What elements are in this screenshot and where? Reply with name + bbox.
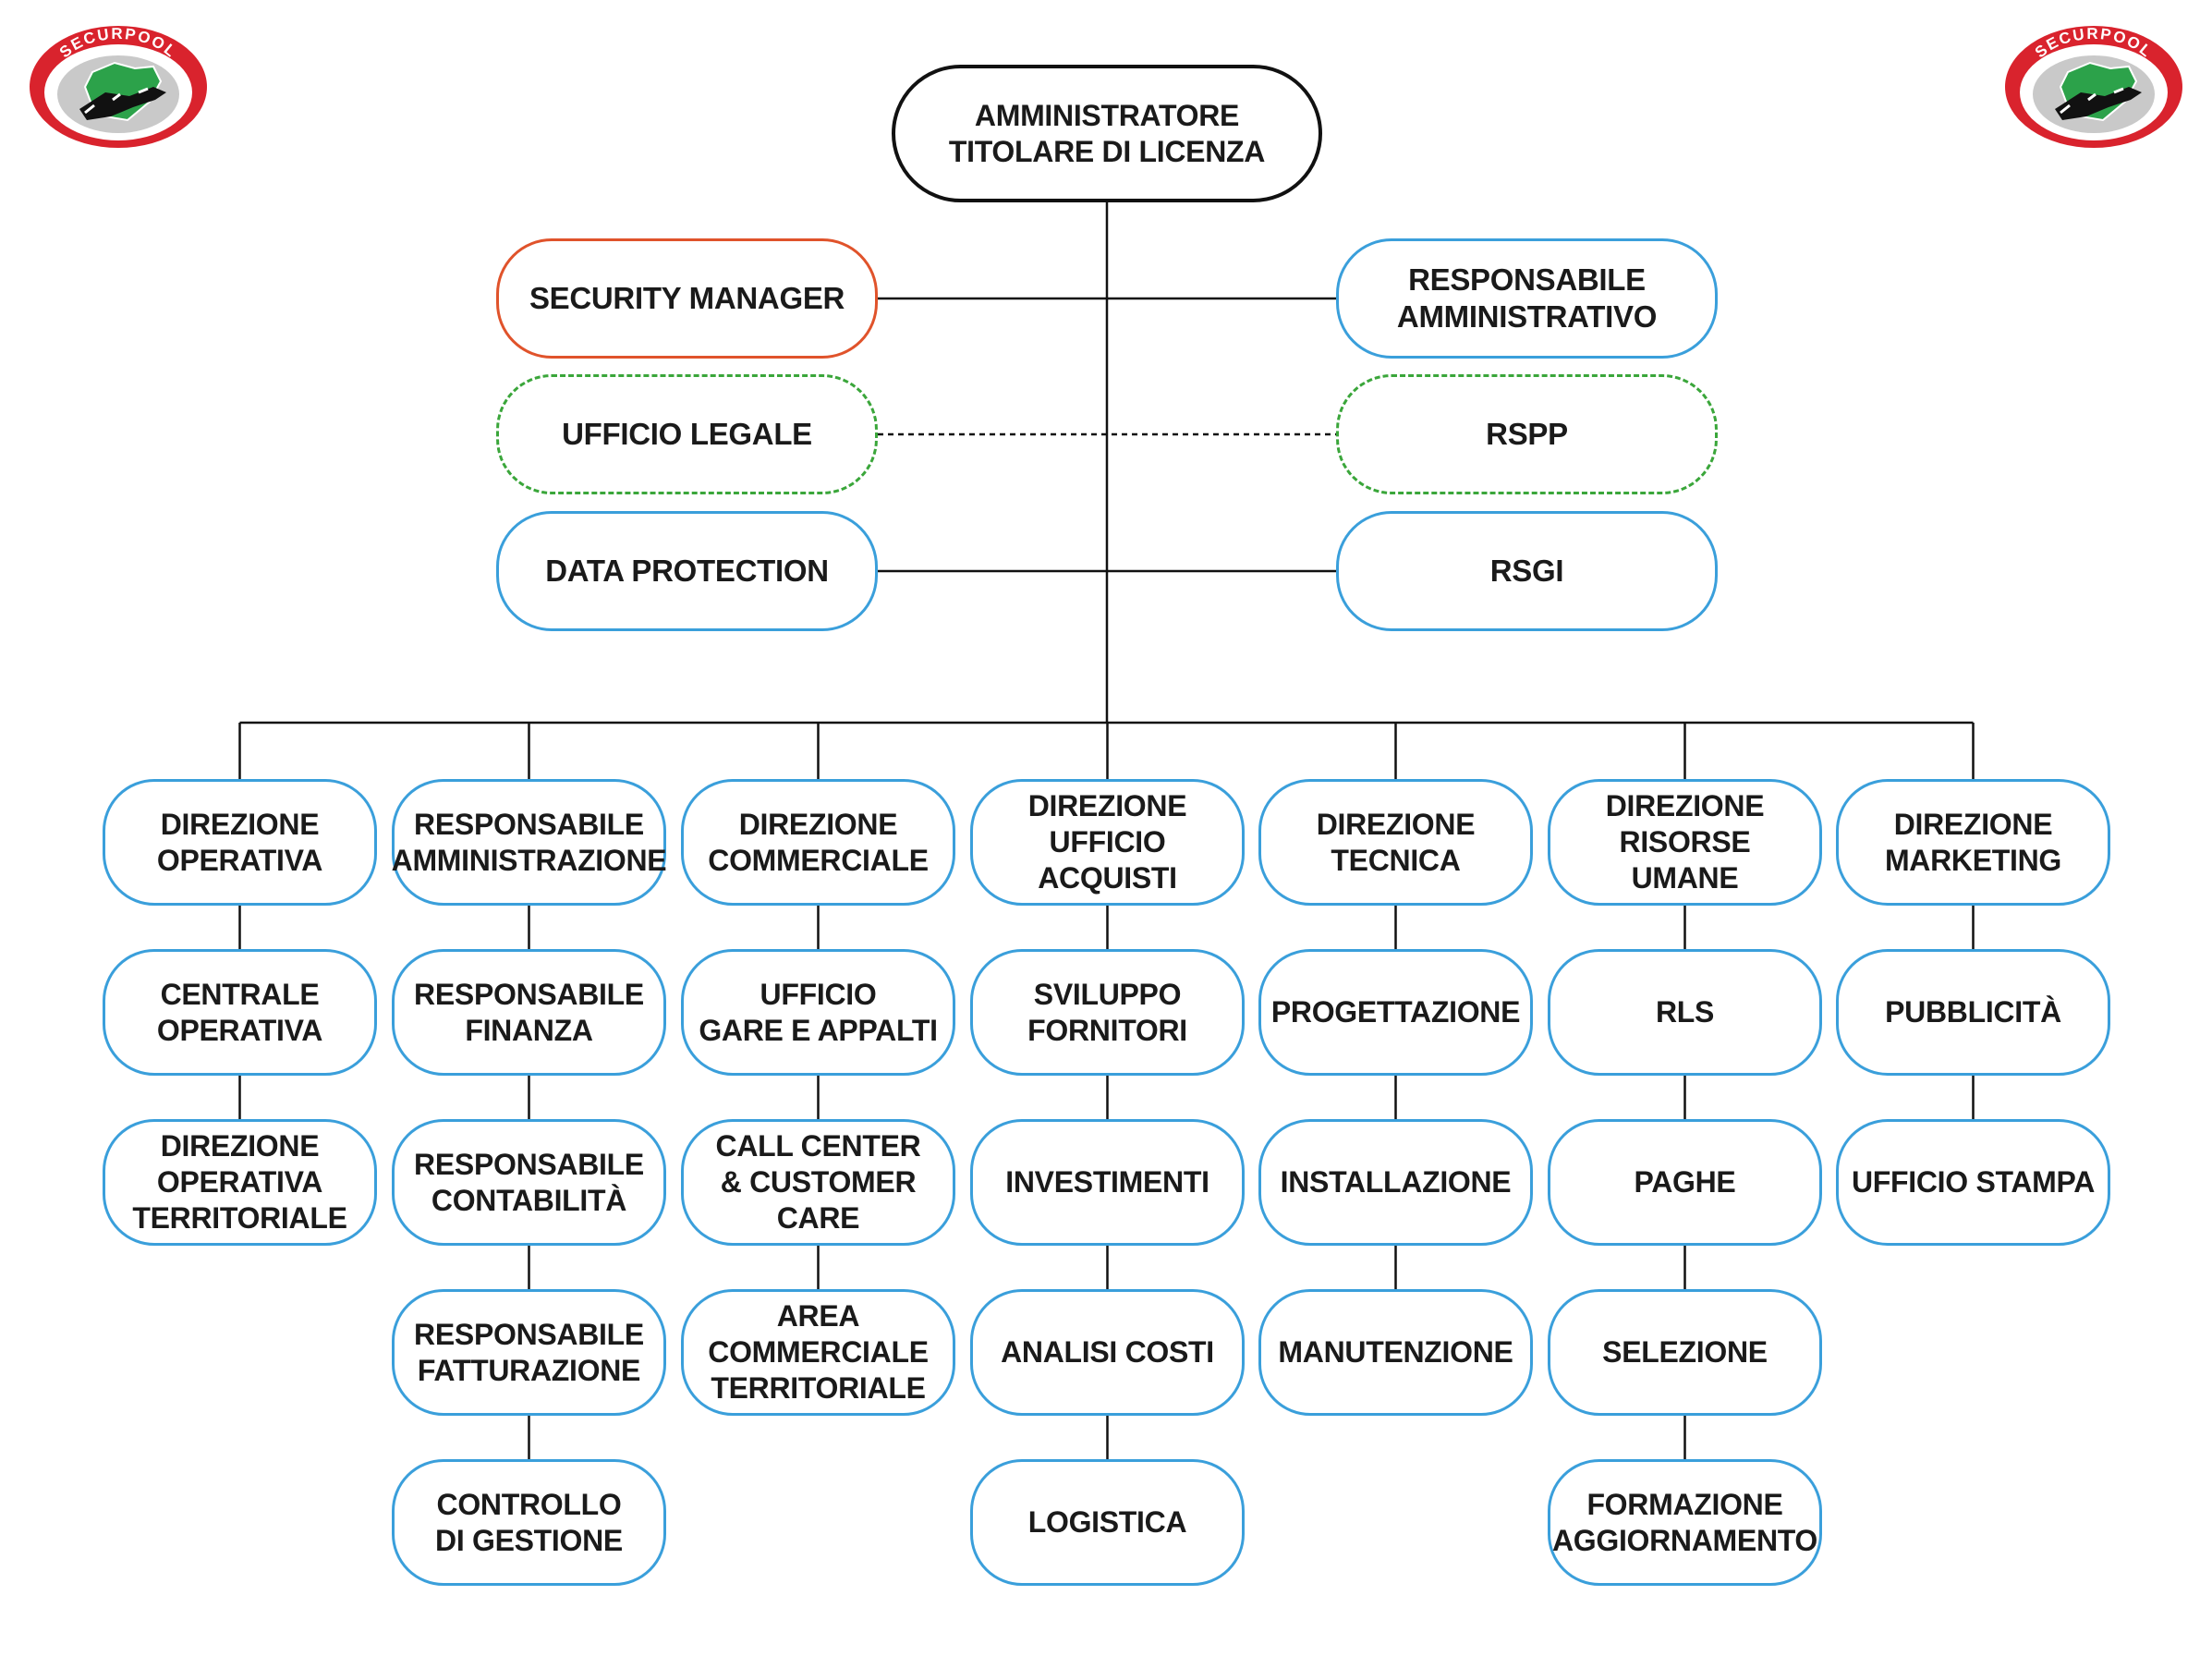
- node-installazione-label: INSTALLAZIONE: [1280, 1165, 1512, 1199]
- node-rspp-label: RSPP: [1486, 417, 1568, 451]
- node-call-center-customer-care-label: CALL CENTER & CUSTOMER CARE: [715, 1129, 921, 1235]
- node-centrale-operativa-label: CENTRALE OPERATIVA: [156, 977, 323, 1047]
- node-manutenzione: MANUTENZIONE: [1258, 1289, 1533, 1416]
- node-responsabile-finanza-label: RESPONSABILE FINANZA: [414, 977, 644, 1047]
- node-progettazione: PROGETTAZIONE: [1258, 949, 1533, 1076]
- node-rls: RLS: [1548, 949, 1822, 1076]
- node-direzione-operativa-territoriale: DIREZIONE OPERATIVA TERRITORIALE: [103, 1119, 377, 1246]
- logo-mark-icon: SECURPOOL: [2005, 25, 2182, 148]
- node-responsabile-contabilit: RESPONSABILE CONTABILITÀ: [392, 1119, 666, 1246]
- node-rsgi-label: RSGI: [1489, 554, 1564, 588]
- node-progettazione-label: PROGETTAZIONE: [1270, 995, 1521, 1029]
- node-responsabile-contabilit-label: RESPONSABILE CONTABILITÀ: [414, 1147, 644, 1217]
- node-ufficio-legale-label: UFFICIO LEGALE: [562, 417, 812, 451]
- node-responsabile-fatturazione-label: RESPONSABILE FATTURAZIONE: [414, 1317, 644, 1387]
- node-responsabile-amministrativo-label: RESPONSABILE AMMINISTRATIVO: [1396, 262, 1658, 334]
- logo-mark-icon: SECURPOOL: [30, 25, 207, 148]
- node-ufficio-gare-e-appalti: UFFICIO GARE E APPALTI: [681, 949, 955, 1076]
- node-call-center-customer-care: CALL CENTER & CUSTOMER CARE: [681, 1119, 955, 1246]
- node-direzione-risorse-umane: DIREZIONE RISORSE UMANE: [1548, 779, 1822, 906]
- node-direzione-marketing: DIREZIONE MARKETING: [1836, 779, 2110, 906]
- node-direzione-marketing-label: DIREZIONE MARKETING: [1884, 807, 2062, 877]
- node-responsabile-amministrazione: RESPONSABILE AMMINISTRAZIONE: [391, 779, 667, 906]
- node-ufficio-legale: UFFICIO LEGALE: [496, 374, 878, 494]
- node-root: AMMINISTRATORE TITOLARE DI LICENZA: [892, 65, 1322, 202]
- node-selezione-label: SELEZIONE: [1602, 1335, 1768, 1369]
- node-ufficio-stampa-label: UFFICIO STAMPA: [1851, 1165, 2096, 1199]
- node-direzione-risorse-umane-label: DIREZIONE RISORSE UMANE: [1605, 789, 1765, 895]
- node-investimenti: INVESTIMENTI: [970, 1119, 1245, 1246]
- node-centrale-operativa: CENTRALE OPERATIVA: [103, 949, 377, 1076]
- node-logistica: LOGISTICA: [970, 1459, 1245, 1586]
- node-logistica-label: LOGISTICA: [1027, 1505, 1187, 1539]
- node-analisi-costi: ANALISI COSTI: [970, 1289, 1245, 1416]
- node-formazione-aggiornamento-label: FORMAZIONE AGGIORNAMENTO: [1551, 1487, 1818, 1557]
- node-direzione-ufficio-acquisti-label: DIREZIONE UFFICIO ACQUISTI: [1027, 789, 1187, 895]
- node-rspp: RSPP: [1336, 374, 1718, 494]
- node-direzione-ufficio-acquisti: DIREZIONE UFFICIO ACQUISTI: [970, 779, 1245, 906]
- node-responsabile-fatturazione: RESPONSABILE FATTURAZIONE: [392, 1289, 666, 1416]
- node-security-manager-label: SECURITY MANAGER: [529, 281, 845, 315]
- node-ufficio-gare-e-appalti-label: UFFICIO GARE E APPALTI: [699, 977, 938, 1047]
- node-security-manager: SECURITY MANAGER: [496, 238, 878, 359]
- node-direzione-operativa: DIREZIONE OPERATIVA: [103, 779, 377, 906]
- node-paghe: PAGHE: [1548, 1119, 1822, 1246]
- node-data-protection-label: DATA PROTECTION: [545, 554, 829, 588]
- node-direzione-operativa-territoriale-label: DIREZIONE OPERATIVA TERRITORIALE: [132, 1129, 347, 1235]
- node-pubblicit: PUBBLICITÀ: [1836, 949, 2110, 1076]
- node-responsabile-amministrazione-label: RESPONSABILE AMMINISTRAZIONE: [391, 807, 667, 877]
- node-manutenzione-label: MANUTENZIONE: [1278, 1335, 1513, 1369]
- node-responsabile-amministrativo: RESPONSABILE AMMINISTRATIVO: [1336, 238, 1718, 359]
- node-installazione: INSTALLAZIONE: [1258, 1119, 1533, 1246]
- node-selezione: SELEZIONE: [1548, 1289, 1822, 1416]
- node-investimenti-label: INVESTIMENTI: [1005, 1165, 1209, 1199]
- node-formazione-aggiornamento: FORMAZIONE AGGIORNAMENTO: [1548, 1459, 1822, 1586]
- node-root-label: AMMINISTRATORE TITOLARE DI LICENZA: [948, 98, 1266, 168]
- node-responsabile-finanza: RESPONSABILE FINANZA: [392, 949, 666, 1076]
- securpool-logo-right: SECURPOOL: [2001, 13, 2186, 150]
- node-area-commerciale-territoriale-label: AREA COMMERCIALE TERRITORIALE: [708, 1299, 929, 1405]
- node-data-protection: DATA PROTECTION: [496, 511, 878, 631]
- node-rls-label: RLS: [1655, 995, 1715, 1029]
- node-direzione-tecnica-label: DIREZIONE TECNICA: [1316, 807, 1476, 877]
- node-direzione-commerciale: DIREZIONE COMMERCIALE: [681, 779, 955, 906]
- node-rsgi: RSGI: [1336, 511, 1718, 631]
- node-direzione-tecnica: DIREZIONE TECNICA: [1258, 779, 1533, 906]
- securpool-logo-left: SECURPOOL: [26, 13, 211, 150]
- node-paghe-label: PAGHE: [1634, 1165, 1736, 1199]
- node-direzione-operativa-label: DIREZIONE OPERATIVA: [156, 807, 323, 877]
- node-area-commerciale-territoriale: AREA COMMERCIALE TERRITORIALE: [681, 1289, 955, 1416]
- node-sviluppo-fornitori-label: SVILUPPO FORNITORI: [1027, 977, 1187, 1047]
- node-sviluppo-fornitori: SVILUPPO FORNITORI: [970, 949, 1245, 1076]
- node-analisi-costi-label: ANALISI COSTI: [1001, 1335, 1214, 1369]
- node-pubblicit-label: PUBBLICITÀ: [1885, 995, 2061, 1029]
- node-ufficio-stampa: UFFICIO STAMPA: [1836, 1119, 2110, 1246]
- node-controllo-di-gestione: CONTROLLO DI GESTIONE: [392, 1459, 666, 1586]
- node-direzione-commerciale-label: DIREZIONE COMMERCIALE: [708, 807, 929, 877]
- node-controllo-di-gestione-label: CONTROLLO DI GESTIONE: [435, 1487, 623, 1557]
